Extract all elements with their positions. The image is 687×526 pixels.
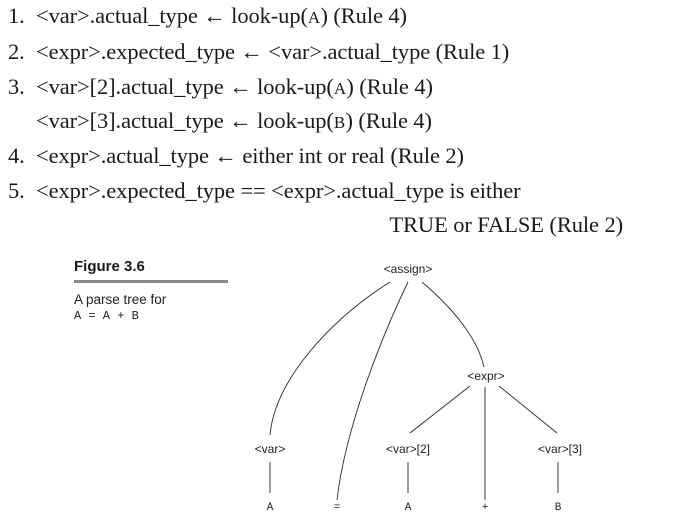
step-text: TRUE or FALSE (Rule 2) [389, 212, 623, 237]
step-smallcaps: A [333, 79, 347, 98]
figure-rule [74, 280, 228, 283]
node-var: <var> [255, 442, 286, 456]
step-text: <var>[2].actual_type ← look-up( [36, 74, 334, 99]
figure-caption-code: A = A + B [74, 309, 139, 323]
step-text-end: ) (Rule 4) [346, 74, 433, 99]
step-number: 5. [8, 178, 25, 203]
step-smallcaps: B [333, 113, 346, 132]
edge-expr-var3 [498, 385, 558, 434]
leaf-plus: + [482, 502, 489, 514]
step-number: 4. [8, 143, 25, 168]
step-text: <var>.actual_type ← look-up( [36, 3, 308, 28]
leaf-a: A [267, 502, 274, 514]
leaf-b: B [555, 502, 562, 514]
step-5-continued: TRUE or FALSE (Rule 2) [389, 211, 623, 239]
step-1: 1. <var>.actual_type ← look-up(A) (Rule 4… [8, 2, 407, 32]
figure-title: Figure 3.6 [74, 258, 145, 275]
step-text: <expr>.expected_type == <expr>.actual_ty… [36, 178, 521, 203]
step-4: 4. <expr>.actual_type ← either int or rea… [8, 142, 464, 170]
step-smallcaps: A [307, 8, 321, 27]
figure-caption: Figure 3.6 A parse tree for A = A + B [74, 258, 228, 324]
edge-assign-eq [336, 281, 409, 501]
leaf-equals: = [334, 502, 341, 514]
figure-caption-text: A parse tree for [74, 292, 167, 307]
step-text: <expr>.actual_type ← either int or real … [36, 143, 464, 168]
node-assign: <assign> [384, 262, 433, 276]
edge-assign-expr [421, 281, 485, 368]
step-text-end: ) (Rule 4) [345, 108, 432, 133]
step-2: 2. <expr>.expected_type ← <var>.actual_ty… [8, 38, 509, 66]
edge-expr-var2 [409, 385, 471, 434]
step-3-continued: <var>[3].actual_type ← look-up(B) (Rule … [36, 107, 432, 137]
step-5: 5. <expr>.expected_type == <expr>.actual_… [8, 177, 521, 205]
edge-assign-var [269, 281, 391, 436]
node-var-3: <var>[3] [538, 442, 582, 456]
step-number: 1. [8, 3, 25, 28]
step-number: 2. [8, 39, 25, 64]
step-text-end: ) (Rule 4) [320, 3, 407, 28]
node-var-2: <var>[2] [386, 442, 430, 456]
step-number: 3. [8, 74, 25, 99]
step-3: 3. <var>[2].actual_type ← look-up(A) (Rul… [8, 73, 433, 103]
step-text: <expr>.expected_type ← <var>.actual_type… [36, 39, 510, 64]
step-text: <var>[3].actual_type ← look-up( [36, 108, 334, 133]
node-expr: <expr> [467, 369, 504, 383]
leaf-a-2: A [405, 502, 412, 514]
